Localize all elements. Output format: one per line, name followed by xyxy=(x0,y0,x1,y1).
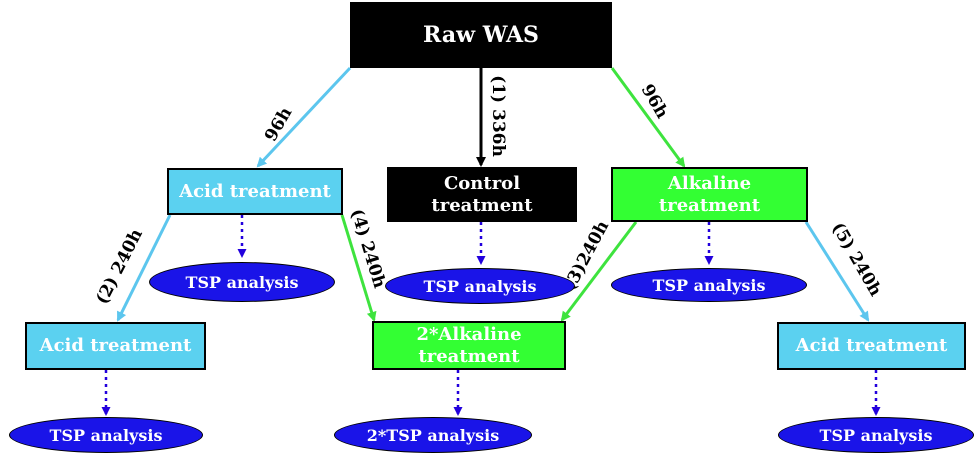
edge-raw-to-acid xyxy=(256,66,352,168)
alkaline-treatment-node-1: Alkaline treatment xyxy=(611,167,808,222)
label-raw-alkaline: 96h xyxy=(637,81,672,122)
label-alkaline-acid: (5) 240h xyxy=(827,219,885,300)
tsp-analysis-control: TSP analysis xyxy=(385,268,575,304)
acid-treatment-node-3: Acid treatment xyxy=(777,322,966,370)
acid-treatment-node-1: Acid treatment xyxy=(167,168,343,215)
label-acid-acid: (2) 240h xyxy=(92,226,147,308)
edge-alkaline-to-2x-alkaline xyxy=(560,221,638,322)
tsp-analysis-acid-3: TSP analysis xyxy=(778,417,974,453)
edge-acid-to-acid xyxy=(116,214,172,322)
acid-treatment-node-2: Acid treatment xyxy=(25,322,206,370)
edge-raw-to-alkaline xyxy=(610,67,686,168)
double-alkaline-treatment-node: 2*Alkaline treatment xyxy=(372,321,566,370)
edge-acid-to-2x-alkaline xyxy=(340,214,377,322)
tsp-analysis-acid-1: TSP analysis xyxy=(149,262,335,302)
tsp-analysis-alkaline-1: TSP analysis xyxy=(611,268,807,302)
control-treatment-node: Control treatment xyxy=(387,167,577,222)
raw-was-node: Raw WAS xyxy=(350,2,612,68)
tsp-analysis-acid-2: TSP analysis xyxy=(9,417,203,453)
tsp-analysis-double-alkaline: 2*TSP analysis xyxy=(334,417,532,453)
label-raw-acid: 96h xyxy=(261,104,296,145)
label-raw-control: (1) 336h xyxy=(488,75,508,157)
edge-alkaline-to-acid xyxy=(804,221,870,322)
